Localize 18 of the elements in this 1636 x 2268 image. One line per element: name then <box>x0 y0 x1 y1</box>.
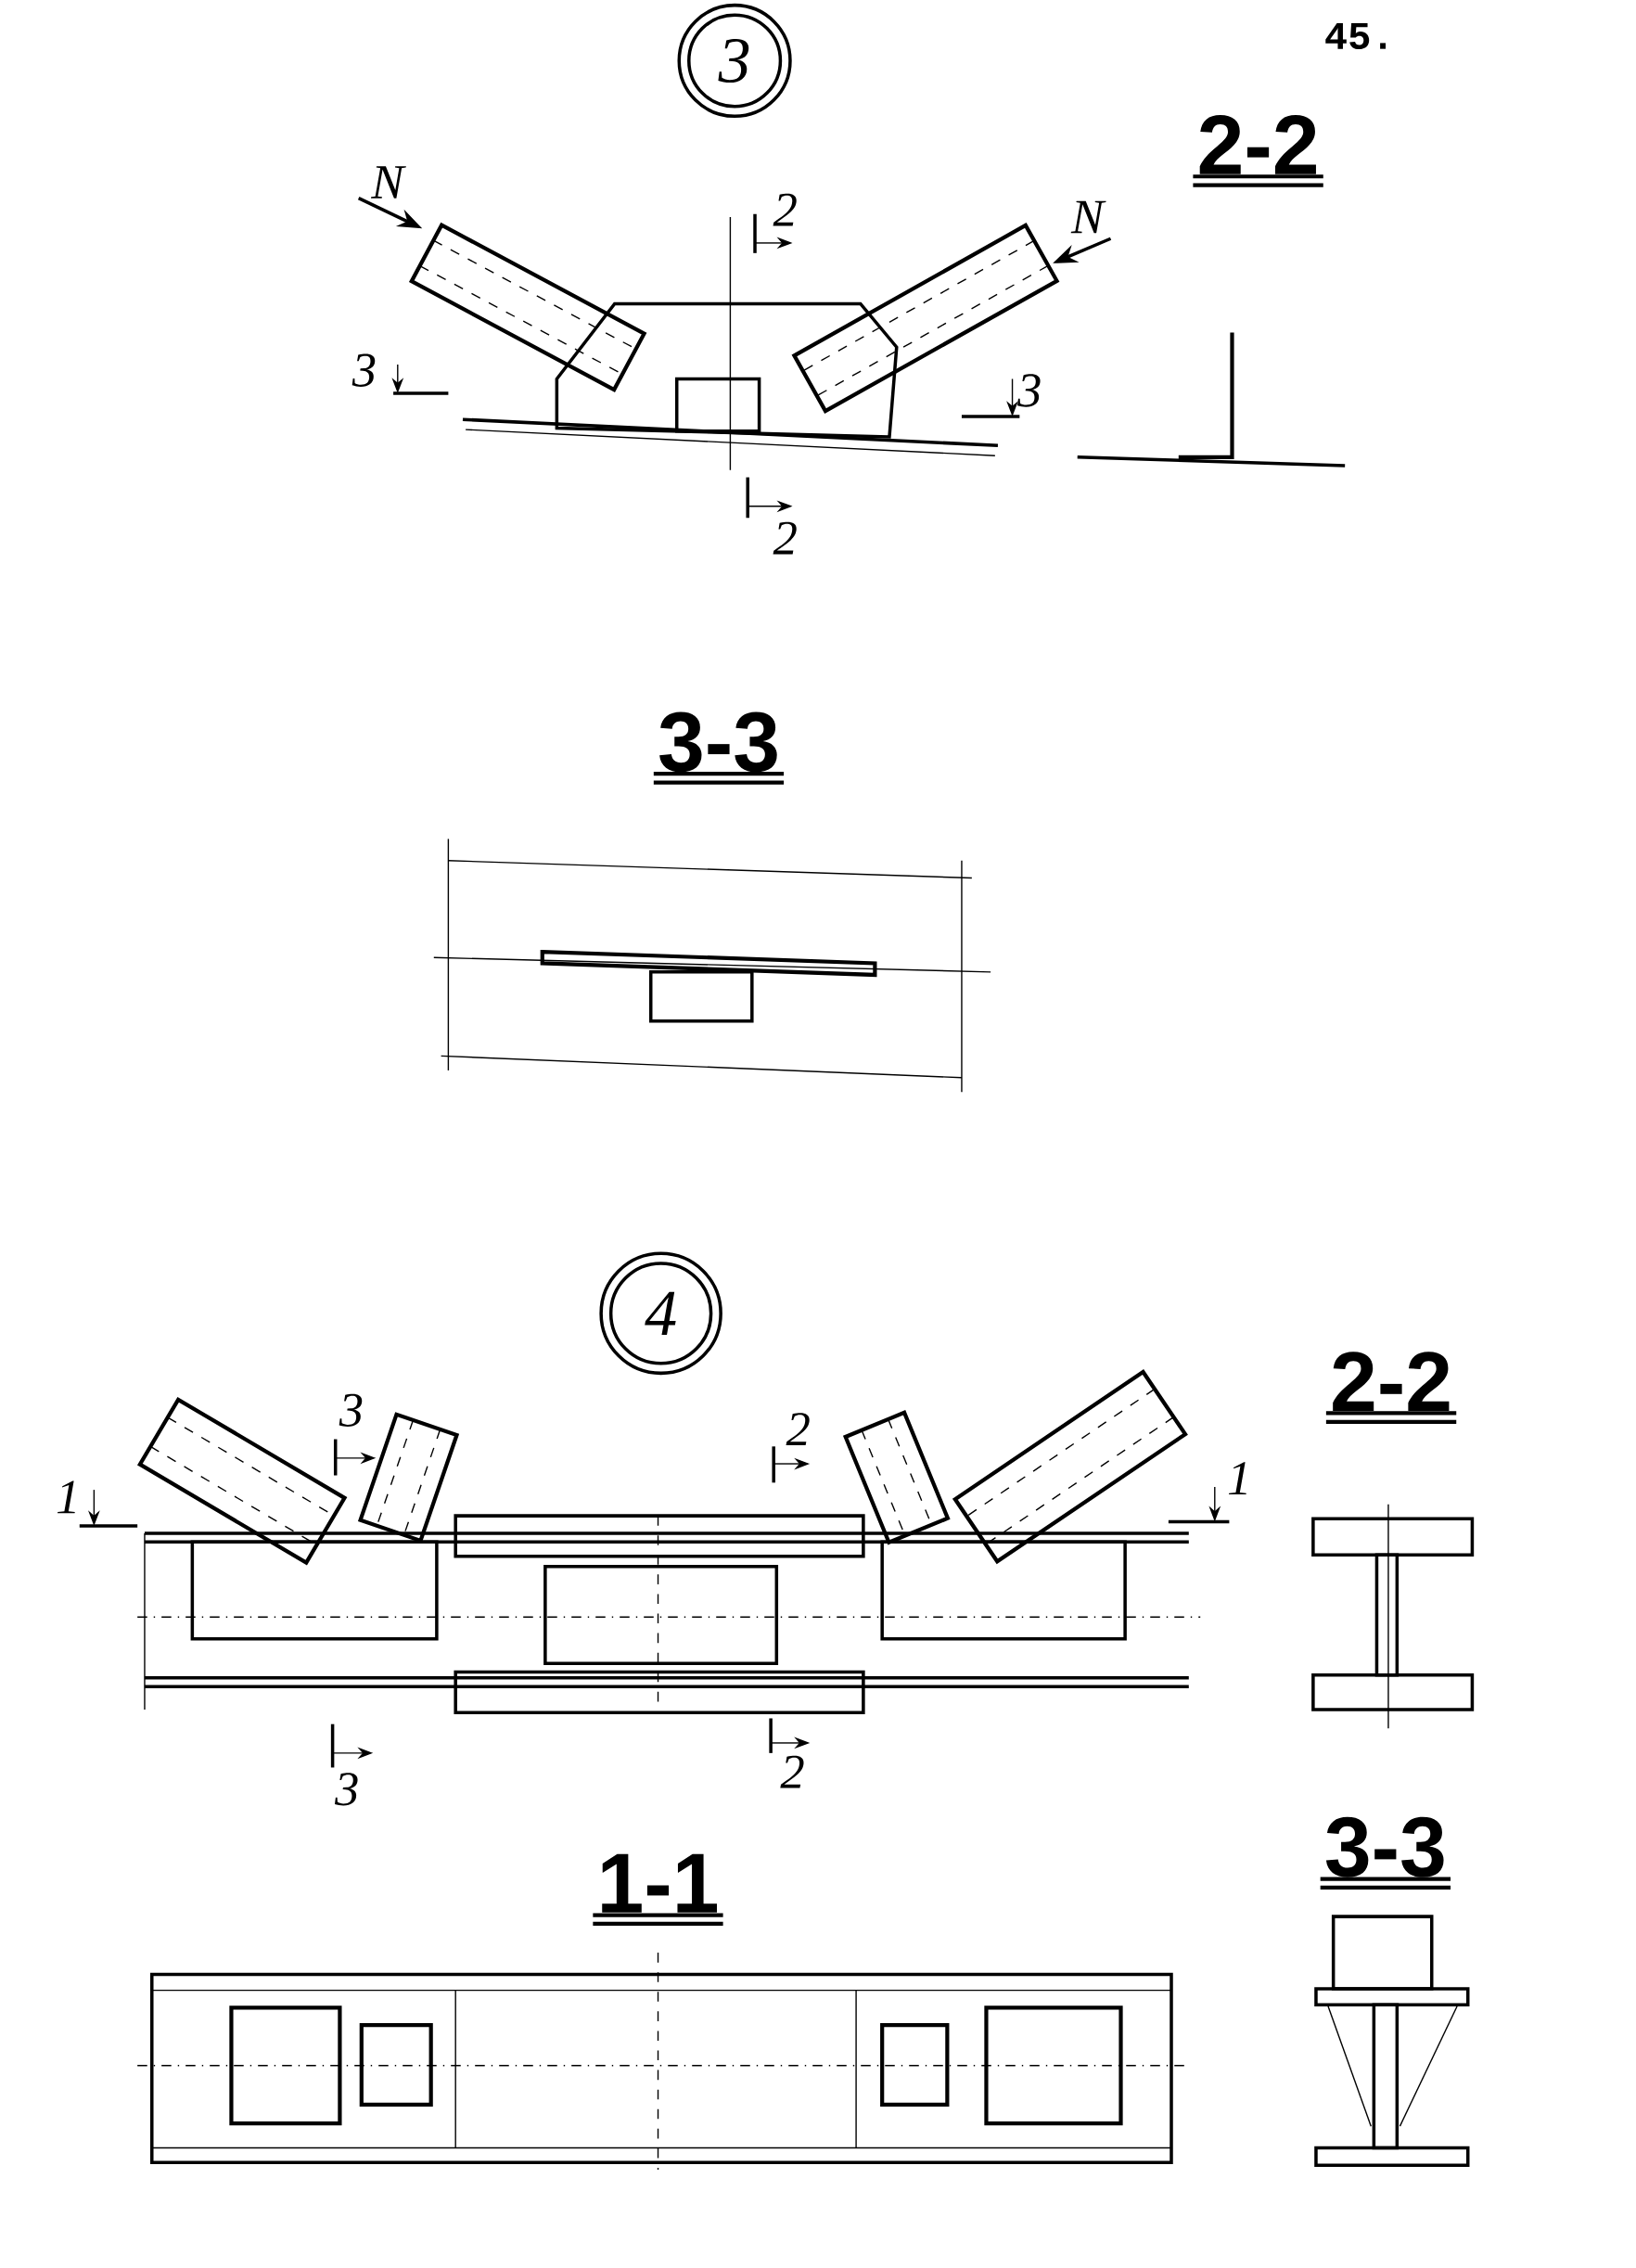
section-label: 2 <box>780 1755 804 1788</box>
section-title: 3-3 <box>1320 1816 1451 1890</box>
section-label: 3 <box>1017 374 1041 407</box>
section-title: 3-3 <box>654 711 785 785</box>
section-label: 3 <box>335 1773 358 1806</box>
section-label: 1 <box>1229 1462 1246 1495</box>
section-label: N <box>371 166 407 199</box>
section-title: 2-2 <box>1326 1352 1457 1424</box>
section-label: 2 <box>773 521 797 555</box>
section-label: 1 <box>58 1480 75 1514</box>
section-title: 2-2 <box>1193 115 1323 187</box>
section-label: 2 <box>773 193 797 226</box>
section-label: N <box>1070 200 1106 234</box>
page-number: 45. <box>1325 22 1387 50</box>
section-label: 2 <box>786 1413 810 1446</box>
section-label: 3 <box>339 1393 363 1428</box>
section-title: 1-1 <box>593 1853 723 1927</box>
section-label: 3 <box>351 353 376 387</box>
